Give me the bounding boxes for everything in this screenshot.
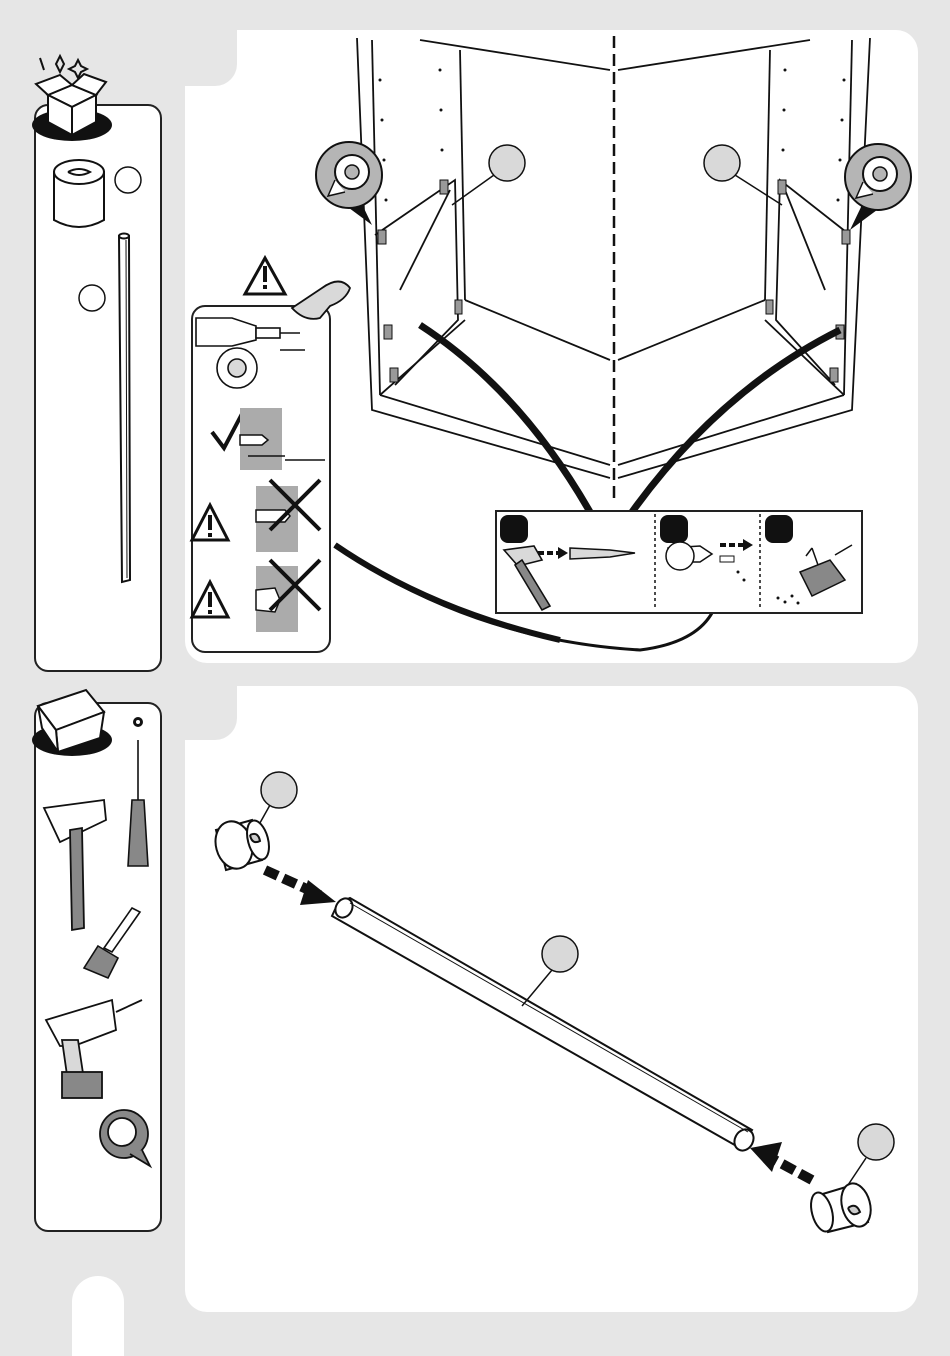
- rod-assembly-illustration: [0, 0, 950, 1320]
- left-cap-callout: [261, 772, 297, 808]
- page-number-tab: [72, 1276, 124, 1356]
- right-end-cap: [807, 1180, 875, 1234]
- rod: [332, 895, 757, 1154]
- right-cap-callout: [858, 1124, 894, 1160]
- rod-callout: [542, 936, 578, 972]
- left-end-cap: [210, 817, 272, 873]
